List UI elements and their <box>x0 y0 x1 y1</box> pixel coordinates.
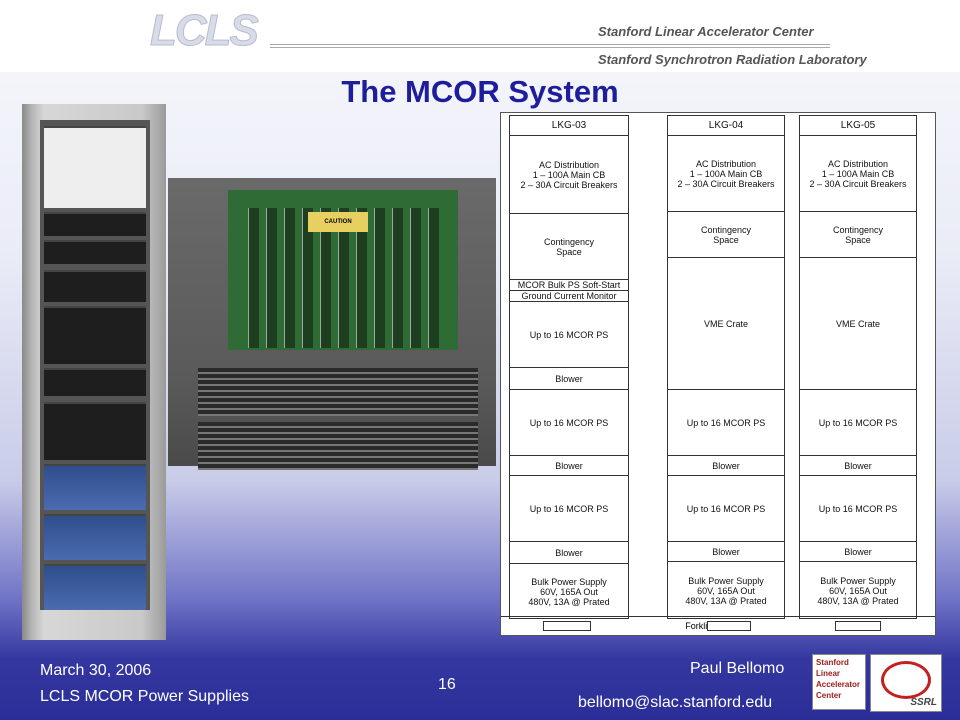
footer-email: bellomo@slac.stanford.edu <box>578 694 773 711</box>
forklift-slot <box>707 621 751 631</box>
rack-column-lkg-03: LKG-03 AC Distribution 1 – 100A Main CB … <box>509 115 629 619</box>
contingency-space: Contingency Space <box>668 212 784 258</box>
caution-label: CAUTION <box>308 212 368 232</box>
rack-column-lkg-05: LKG-05 AC Distribution 1 – 100A Main CB … <box>799 115 917 619</box>
header-rule-top <box>270 44 830 45</box>
mcor-ps-group: Up to 16 MCOR PS <box>510 476 628 542</box>
institution-slac: Stanford Linear Accelerator Center <box>598 24 814 39</box>
bulk-power-supply: Bulk Power Supply 60V, 165A Out 480V, 13… <box>817 576 899 606</box>
rack-column-lkg-04: LKG-04 AC Distribution 1 – 100A Main CB … <box>667 115 785 619</box>
vme-crate: VME Crate <box>800 258 916 390</box>
slide-title: The MCOR System <box>341 74 619 109</box>
footer-course: LCLS MCOR Power Supplies <box>40 688 249 705</box>
forklift-slot <box>835 621 881 631</box>
ssrl-logo: SSRL <box>870 654 942 712</box>
rack-photo <box>22 104 166 640</box>
mcor-ps-group: Up to 16 MCOR PS <box>800 476 916 542</box>
forklift-provision: Forklift provision <box>501 616 935 635</box>
footer-author: Paul Bellomo <box>690 660 785 677</box>
header-rule-bottom <box>270 47 830 48</box>
slide-header: LCLS Stanford Linear Accelerator Center … <box>0 0 960 72</box>
rack-name: LKG-03 <box>510 116 628 136</box>
forklift-slot <box>543 621 591 631</box>
ac-distribution: AC Distribution 1 – 100A Main CB 2 – 30A… <box>668 136 784 212</box>
blower: Blower <box>510 456 628 476</box>
vme-crate-photo: CAUTION <box>168 178 496 470</box>
slac-logo: Stanford Linear Accelerator Center <box>812 654 866 710</box>
mcor-ps-group: Up to 16 MCOR PS <box>510 390 628 456</box>
contingency-space: Contingency Space <box>800 212 916 258</box>
blower: Blower <box>668 456 784 476</box>
contingency-space: Contingency Space <box>510 214 628 280</box>
vme-crate: VME Crate <box>668 258 784 390</box>
lcls-logo: LCLS <box>150 6 260 56</box>
bulk-power-supply: Bulk Power Supply 60V, 165A Out 480V, 13… <box>685 576 767 606</box>
blower: Blower <box>510 542 628 564</box>
mcor-ps-group: Up to 16 MCOR PS <box>800 390 916 456</box>
footer-date: March 30, 2006 <box>40 662 152 679</box>
blower: Blower <box>800 542 916 562</box>
mcor-ps-group: Up to 16 MCOR PS <box>668 390 784 456</box>
rack-name: LKG-04 <box>668 116 784 136</box>
bulk-power-supply: Bulk Power Supply 60V, 165A Out 480V, 13… <box>528 577 610 607</box>
page-number: 16 <box>438 676 456 693</box>
blower: Blower <box>800 456 916 476</box>
blower: Blower <box>510 368 628 390</box>
mcor-ps-group: Up to 16 MCOR PS <box>510 302 628 368</box>
rack-name: LKG-05 <box>800 116 916 136</box>
blower: Blower <box>668 542 784 562</box>
ac-distribution: AC Distribution 1 – 100A Main CB 2 – 30A… <box>510 136 628 214</box>
ac-distribution: AC Distribution 1 – 100A Main CB 2 – 30A… <box>800 136 916 212</box>
institution-ssrl: Stanford Synchrotron Radiation Laborator… <box>598 52 867 67</box>
rack-layout-diagram: LKG-03 AC Distribution 1 – 100A Main CB … <box>500 112 936 636</box>
mcor-ps-group: Up to 16 MCOR PS <box>668 476 784 542</box>
ground-current-monitor: Ground Current Monitor <box>510 291 628 302</box>
soft-start: MCOR Bulk PS Soft-Start <box>510 280 628 291</box>
